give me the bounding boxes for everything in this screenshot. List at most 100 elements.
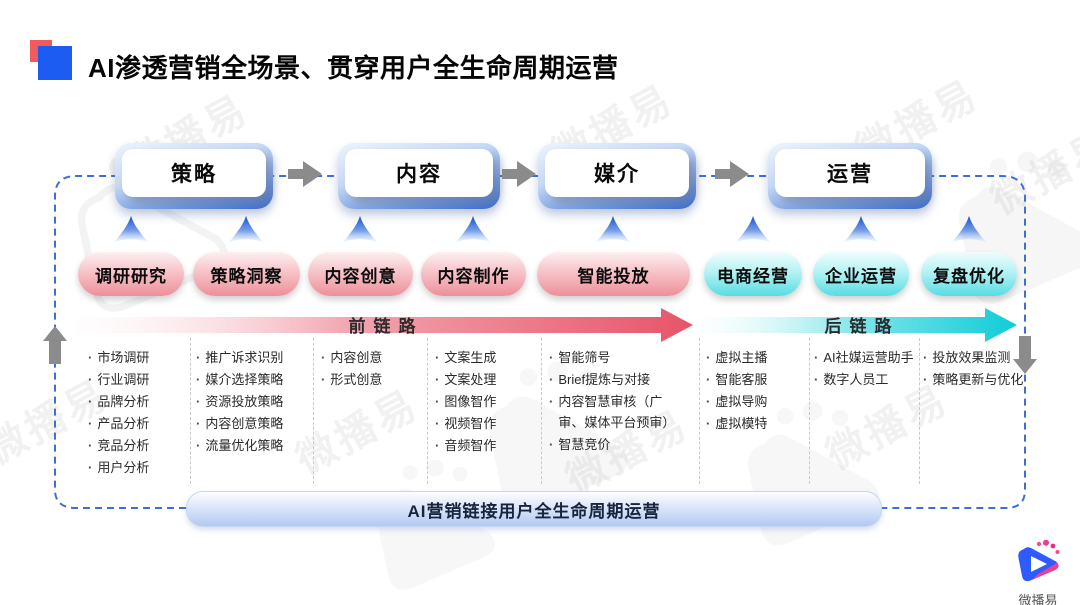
column-divider: [809, 338, 810, 484]
list-item-label: 虚拟主播: [715, 350, 768, 365]
brand-logo: 微播易: [1000, 539, 1076, 605]
bullet-dot-icon: ·: [196, 372, 201, 387]
list-item: ·市场调研: [88, 347, 188, 368]
list-item: · 图像智作: [435, 391, 539, 412]
arrow-down-icon: [1013, 336, 1037, 374]
list-item: ·Brief提炼与对接: [549, 369, 677, 390]
column-divider: [541, 338, 542, 484]
front-chain-label: 前链路: [348, 317, 424, 336]
list-item-label: 图像智作: [444, 394, 497, 409]
list-item-label: 智慧竞价: [558, 437, 611, 452]
bullet-dot-icon: ·: [196, 416, 201, 431]
list-item: ·文案生成: [435, 347, 539, 368]
list-column-content-idea: · 内容创意 · 形式创意: [321, 347, 425, 391]
back-chain-arrow: [703, 308, 1017, 342]
arrow-up-blue-icon: [342, 216, 378, 243]
bullet-dot-icon: ·: [435, 350, 440, 365]
brand-name: 微播易: [1018, 593, 1058, 605]
bullet-dot-icon: ·: [549, 437, 554, 452]
list-item: · 推广诉求识别: [196, 347, 312, 368]
bullet-dot-icon: ·: [196, 438, 201, 453]
title-accent-blue-square: [38, 46, 72, 80]
list-item-label: 形式创意: [330, 372, 383, 387]
list-item: ·AI社媒运营助手: [814, 347, 924, 368]
list-item: · 文案处理: [435, 369, 539, 390]
bullet-dot-icon: ·: [88, 350, 93, 365]
list-item-label: 智能筛号: [558, 350, 611, 365]
list-item-label: 投放效果监测: [932, 350, 1011, 365]
list-item: · 内容智慧审核（广审、媒体平台预审）: [549, 391, 677, 433]
pill-ecommerce-ops: 电商经营: [704, 252, 802, 296]
list-item: ·数字人员工: [814, 369, 924, 390]
list-item: ·虚拟导购: [706, 391, 806, 412]
list-item-label: 内容智慧审核（广审、媒体平台预审）: [558, 394, 676, 430]
bullet-dot-icon: ·: [88, 394, 93, 409]
list-column-strategy-insight: · 推广诉求识别 · 媒介选择策略 · 资源投放策略 · 内容创意策略 · 流量优化策略: [196, 347, 312, 457]
list-column-ecommerce: · 虚拟主播 · 智能客服 ·虚拟导购 · 虚拟模特: [706, 347, 806, 435]
bullet-dot-icon: ·: [549, 394, 554, 409]
list-column-content-make: ·文案生成·文案处理·图像智作·视频智作·音频智作: [435, 347, 539, 457]
weiboyi-logo-icon: [1018, 539, 1060, 582]
list-item-label: 流量优化策略: [205, 438, 284, 453]
bullet-dot-icon: ·: [923, 372, 928, 387]
list-item: · 智能客服: [706, 369, 806, 390]
list-item: ·竞品分析: [88, 435, 188, 456]
list-item-label: 推广诉求识别: [205, 350, 284, 365]
bullet-dot-icon: ·: [88, 416, 93, 431]
list-item-label: AI社媒运营助手: [823, 350, 914, 365]
bullet-dot-icon: ·: [435, 394, 440, 409]
list-item: · 智慧竞价: [549, 434, 677, 455]
list-column-research: ·市场调研·行业调研 · 品牌分析 · 产品分析 ·竞品分析 · 用户分析: [88, 347, 188, 479]
list-item-label: 媒介选择策略: [205, 372, 284, 387]
list-item-label: 资源投放策略: [205, 394, 284, 409]
bullet-dot-icon: ·: [435, 438, 440, 453]
bullet-dot-icon: ·: [549, 350, 554, 365]
bullet-dot-icon: ·: [706, 372, 711, 387]
list-item: · 形式创意: [321, 369, 425, 390]
stage-label: 媒介: [545, 149, 689, 197]
page-title: AI渗透营销全场景、贯穿用户全生命周期运营: [88, 53, 619, 83]
list-item-label: 产品分析: [97, 416, 150, 431]
arrow-right-icon: [715, 161, 749, 187]
arrow-right-icon: [502, 161, 536, 187]
list-item-label: 品牌分析: [97, 394, 150, 409]
list-item-label: 策略更新与优化: [932, 372, 1024, 387]
stage-label: 运营: [775, 149, 925, 197]
list-item-label: 文案处理: [444, 372, 497, 387]
column-divider: [427, 338, 428, 484]
list-item: · 流量优化策略: [196, 435, 312, 456]
list-item: ·音频智作: [435, 435, 539, 456]
bullet-dot-icon: ·: [435, 372, 440, 387]
column-divider: [699, 338, 700, 484]
list-item: · 资源投放策略: [196, 391, 312, 412]
list-item-label: 虚拟导购: [715, 394, 768, 409]
bullet-dot-icon: ·: [88, 460, 93, 475]
bullet-dot-icon: ·: [706, 350, 711, 365]
list-item-label: 智能客服: [715, 372, 768, 387]
list-item-label: 内容创意策略: [205, 416, 284, 431]
arrow-up-blue-icon: [228, 216, 264, 243]
list-item: · 虚拟模特: [706, 413, 806, 434]
column-divider: [313, 338, 314, 484]
pill-enterprise-ops: 企业运营: [813, 252, 909, 296]
pill-review-optimize: 复盘优化: [921, 252, 1017, 296]
back-chain-label: 后链路: [824, 317, 900, 336]
bottom-banner: AI营销链接用户全生命周期运营: [186, 491, 882, 527]
list-item: · 用户分析: [88, 457, 188, 478]
column-divider: [919, 338, 920, 484]
arrow-up-blue-icon: [951, 216, 987, 243]
list-item: · 智能筛号: [549, 347, 677, 368]
bullet-dot-icon: ·: [196, 350, 201, 365]
list-item-label: Brief提炼与对接: [558, 372, 651, 387]
pill-content-production: 内容制作: [421, 252, 526, 296]
list-item-label: 内容创意: [330, 350, 383, 365]
bullet-dot-icon: ·: [321, 372, 326, 387]
list-item-label: 用户分析: [97, 460, 150, 475]
list-item: ·行业调研: [88, 369, 188, 390]
bullet-dot-icon: ·: [706, 416, 711, 431]
list-item-label: 虚拟模特: [715, 416, 768, 431]
bullet-dot-icon: ·: [196, 394, 201, 409]
stage-box-content: 内容: [338, 143, 500, 209]
bullet-dot-icon: ·: [923, 350, 928, 365]
